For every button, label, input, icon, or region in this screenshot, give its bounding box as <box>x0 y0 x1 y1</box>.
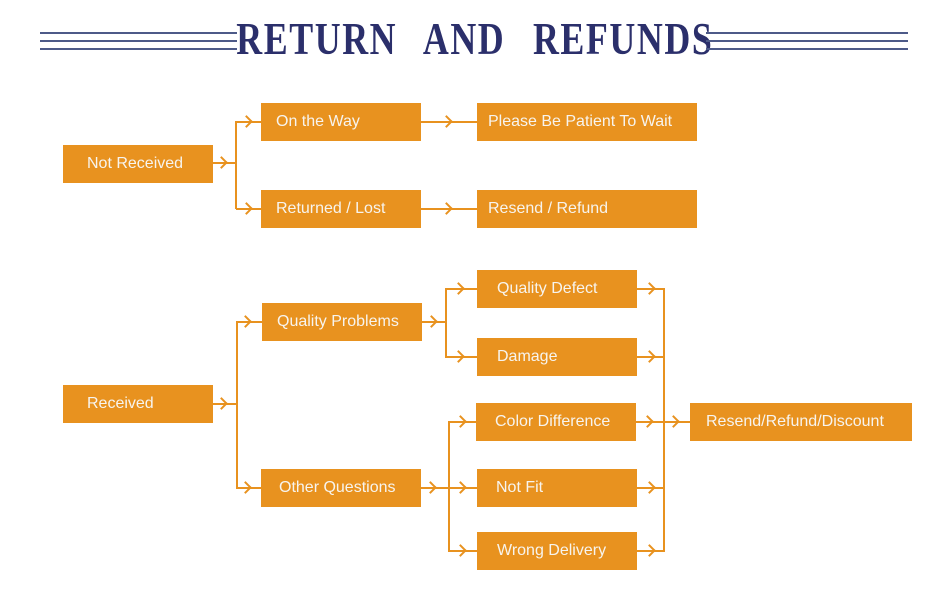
connector-line <box>637 288 665 290</box>
node-on-the-way: On the Way <box>261 103 421 141</box>
arrow-chevron-icon <box>425 315 438 328</box>
node-quality-defect: Quality Defect <box>477 270 637 308</box>
connector-line <box>637 487 665 489</box>
arrow-chevron-icon <box>215 156 228 169</box>
connector-line <box>421 208 477 210</box>
arrow-chevron-icon <box>215 397 228 410</box>
arrow-chevron-icon <box>454 481 467 494</box>
rule-line <box>40 48 237 50</box>
arrow-chevron-icon <box>643 282 656 295</box>
rule-line <box>706 32 908 34</box>
connector-line <box>663 288 665 552</box>
connector-line <box>448 421 450 552</box>
node-received: Received <box>63 385 213 423</box>
connector-line <box>445 288 447 358</box>
arrow-chevron-icon <box>240 115 253 128</box>
rule-line <box>40 40 237 42</box>
node-wrong-delivery: Wrong Delivery <box>477 532 637 570</box>
arrow-chevron-icon <box>641 415 654 428</box>
connector-line <box>236 121 261 123</box>
node-quality-problems: Quality Problems <box>262 303 422 341</box>
title-rule-left <box>40 32 237 56</box>
connector-line <box>421 121 477 123</box>
connector-line <box>637 550 665 552</box>
node-returned-lost: Returned / Lost <box>261 190 421 228</box>
arrow-chevron-icon <box>239 315 252 328</box>
arrow-chevron-icon <box>440 202 453 215</box>
page-title-text: RETURN AND REFUNDS <box>236 13 714 64</box>
node-color-difference: Color Difference <box>476 403 636 441</box>
rule-line <box>40 32 237 34</box>
arrow-chevron-icon <box>667 415 680 428</box>
connector-line <box>235 121 237 209</box>
arrow-chevron-icon <box>452 350 465 363</box>
arrow-chevron-icon <box>454 415 467 428</box>
arrow-chevron-icon <box>240 202 253 215</box>
page-title: RETURN AND REFUNDS <box>0 12 950 65</box>
arrow-chevron-icon <box>643 481 656 494</box>
node-not-fit: Not Fit <box>477 469 637 507</box>
arrow-chevron-icon <box>643 350 656 363</box>
node-not-received: Not Received <box>63 145 213 183</box>
rule-line <box>706 40 908 42</box>
node-resend-refund: Resend / Refund <box>477 190 697 228</box>
connector-line <box>449 550 477 552</box>
arrow-chevron-icon <box>452 282 465 295</box>
arrow-chevron-icon <box>454 544 467 557</box>
connector-line <box>446 356 477 358</box>
connector-line <box>446 288 477 290</box>
connector-line <box>213 403 238 405</box>
arrow-chevron-icon <box>643 544 656 557</box>
arrow-chevron-icon <box>424 481 437 494</box>
connector-line <box>664 421 690 423</box>
rule-line <box>706 48 908 50</box>
arrow-chevron-icon <box>440 115 453 128</box>
node-damage: Damage <box>477 338 637 376</box>
connector-line <box>237 321 262 323</box>
connector-line <box>449 487 477 489</box>
connector-line <box>637 356 665 358</box>
node-resend-refund-discount: Resend/Refund/Discount <box>690 403 912 441</box>
connector-line <box>236 321 238 489</box>
connector-line <box>421 487 449 489</box>
arrow-chevron-icon <box>239 481 252 494</box>
node-please-be-patient: Please Be Patient To Wait <box>477 103 697 141</box>
connector-line <box>236 208 261 210</box>
connector-line <box>213 162 237 164</box>
node-other-questions: Other Questions <box>261 469 421 507</box>
connector-line <box>237 487 262 489</box>
title-rule-right <box>706 32 908 56</box>
connector-line <box>449 421 476 423</box>
connector-line <box>636 421 665 423</box>
connector-line <box>422 321 447 323</box>
